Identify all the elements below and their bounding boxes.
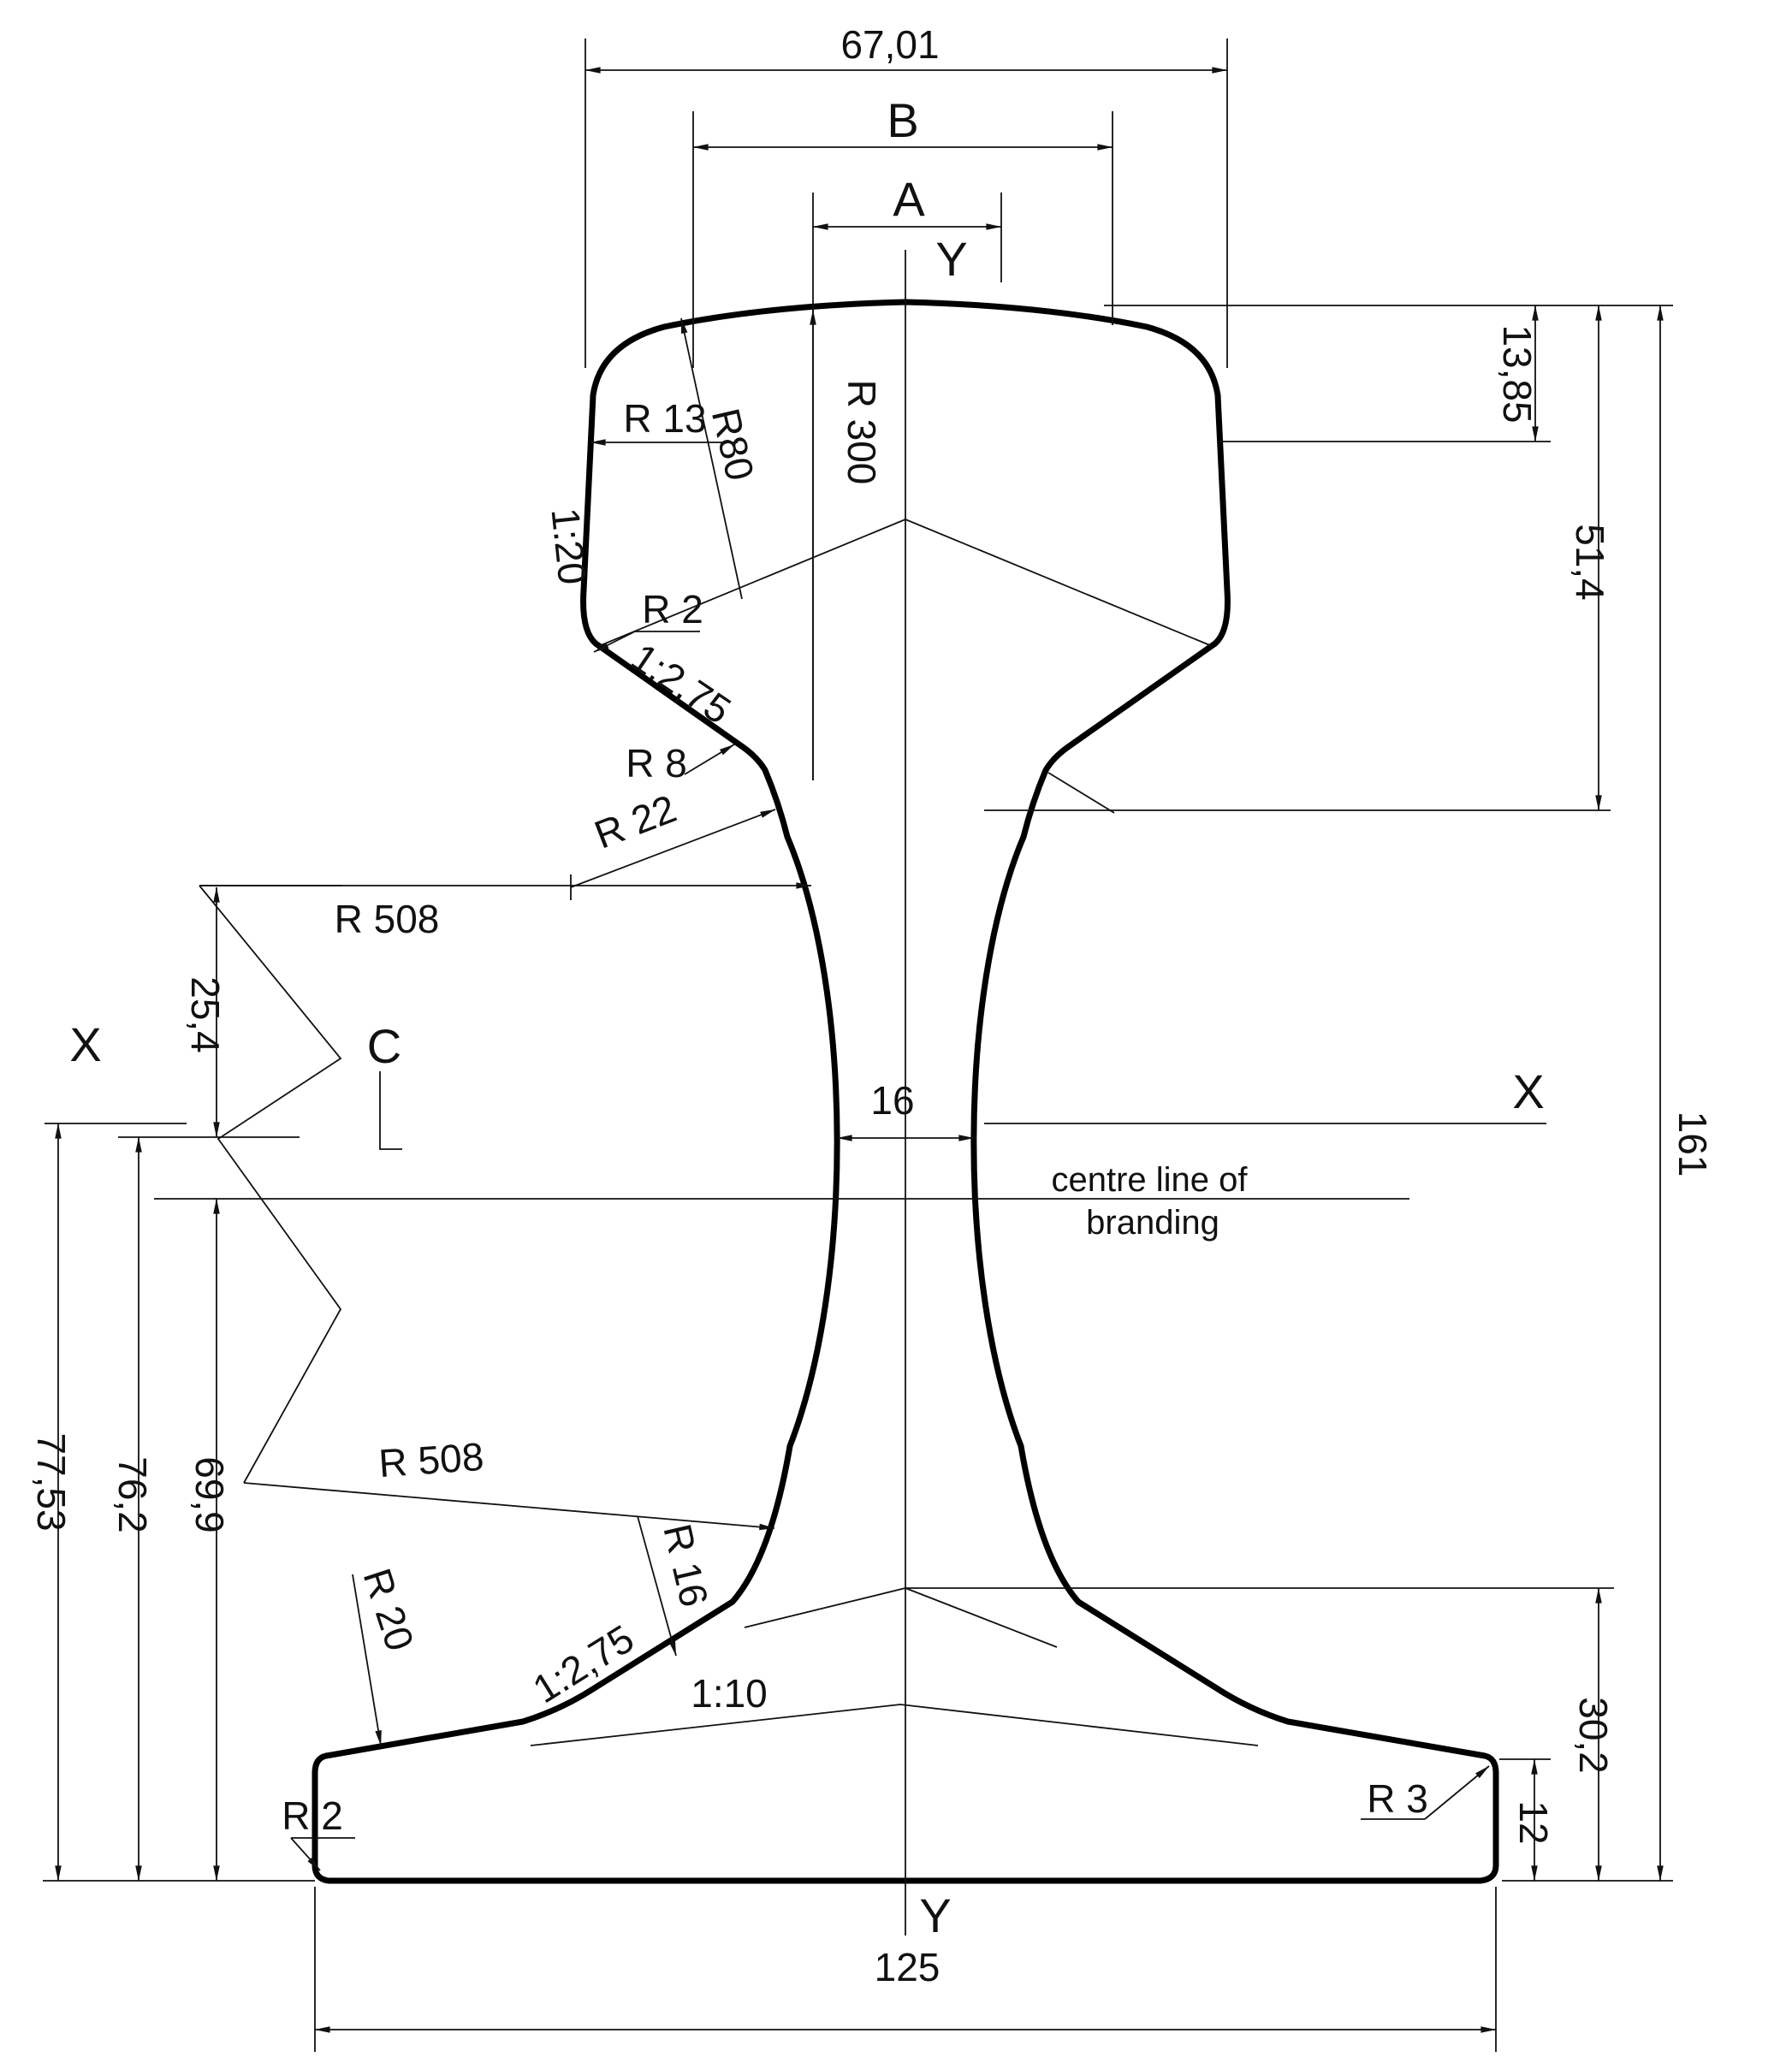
label-r508-upper: R 508 bbox=[335, 897, 440, 941]
label-x-right: X bbox=[1512, 1064, 1544, 1118]
label-76-2: 76,2 bbox=[110, 1456, 155, 1533]
label-r22: R 22 bbox=[589, 785, 682, 857]
label-r2-foot: R 2 bbox=[282, 1793, 343, 1838]
leader-r20 bbox=[352, 1574, 382, 1746]
label-77-53: 77,53 bbox=[29, 1432, 74, 1531]
label-12: 12 bbox=[1511, 1800, 1556, 1844]
label-16: 16 bbox=[870, 1078, 914, 1123]
label-branding-1: centre line of bbox=[1051, 1161, 1248, 1199]
leader-r16 bbox=[637, 1515, 677, 1657]
foot-slope-construction-1-10 bbox=[530, 1704, 1259, 1746]
label-25-4: 25,4 bbox=[183, 976, 228, 1053]
label-y-top: Y bbox=[935, 232, 967, 286]
point-c-marker bbox=[379, 1071, 402, 1150]
leader-r8 bbox=[684, 744, 735, 775]
leader-r80 bbox=[680, 317, 743, 600]
leader-r2-head bbox=[593, 631, 636, 653]
label-1-10: 1:10 bbox=[691, 1671, 768, 1716]
leader-r22 bbox=[570, 809, 776, 888]
label-1-2-75-head: 1:2,75 bbox=[623, 634, 739, 732]
label-r16: R 16 bbox=[655, 1520, 717, 1610]
label-r80: R80 bbox=[703, 404, 763, 484]
label-x-left: X bbox=[69, 1017, 101, 1071]
label-125: 125 bbox=[875, 1945, 941, 1989]
label-branding-2: branding bbox=[1086, 1204, 1219, 1242]
label-r508-lower: R 508 bbox=[377, 1434, 485, 1485]
label-a: A bbox=[893, 172, 925, 226]
label-r300: R 300 bbox=[840, 380, 884, 485]
label-51-4: 51,4 bbox=[1568, 524, 1612, 601]
label-30-2: 30,2 bbox=[1571, 1697, 1616, 1774]
label-1-20: 1:20 bbox=[543, 506, 595, 586]
leader-r508-lower bbox=[243, 1482, 775, 1531]
r508-break-zigzag bbox=[199, 885, 342, 1484]
head-underside-construction-v bbox=[598, 519, 1213, 647]
label-13-85: 13,85 bbox=[1495, 324, 1540, 423]
label-y-bottom: Y bbox=[919, 1888, 951, 1942]
label-r3: R 3 bbox=[1367, 1776, 1428, 1821]
foot-top-construction-v bbox=[744, 1587, 1058, 1648]
label-69-9: 69,9 bbox=[187, 1456, 232, 1533]
head-underside-right-extension bbox=[1047, 772, 1115, 814]
label-r20: R 20 bbox=[354, 1563, 422, 1656]
label-b: B bbox=[887, 93, 918, 147]
label-r8: R 8 bbox=[626, 741, 687, 785]
leader-r3 bbox=[1424, 1765, 1490, 1820]
label-r2-head: R 2 bbox=[642, 587, 703, 631]
label-r13: R 13 bbox=[623, 396, 706, 441]
label-161: 161 bbox=[1670, 1111, 1715, 1177]
label-c: C bbox=[367, 1019, 401, 1073]
rail-profile-outline bbox=[312, 299, 1499, 1884]
leader-r2-foot bbox=[290, 1837, 321, 1871]
label-67-01: 67,01 bbox=[840, 22, 939, 67]
